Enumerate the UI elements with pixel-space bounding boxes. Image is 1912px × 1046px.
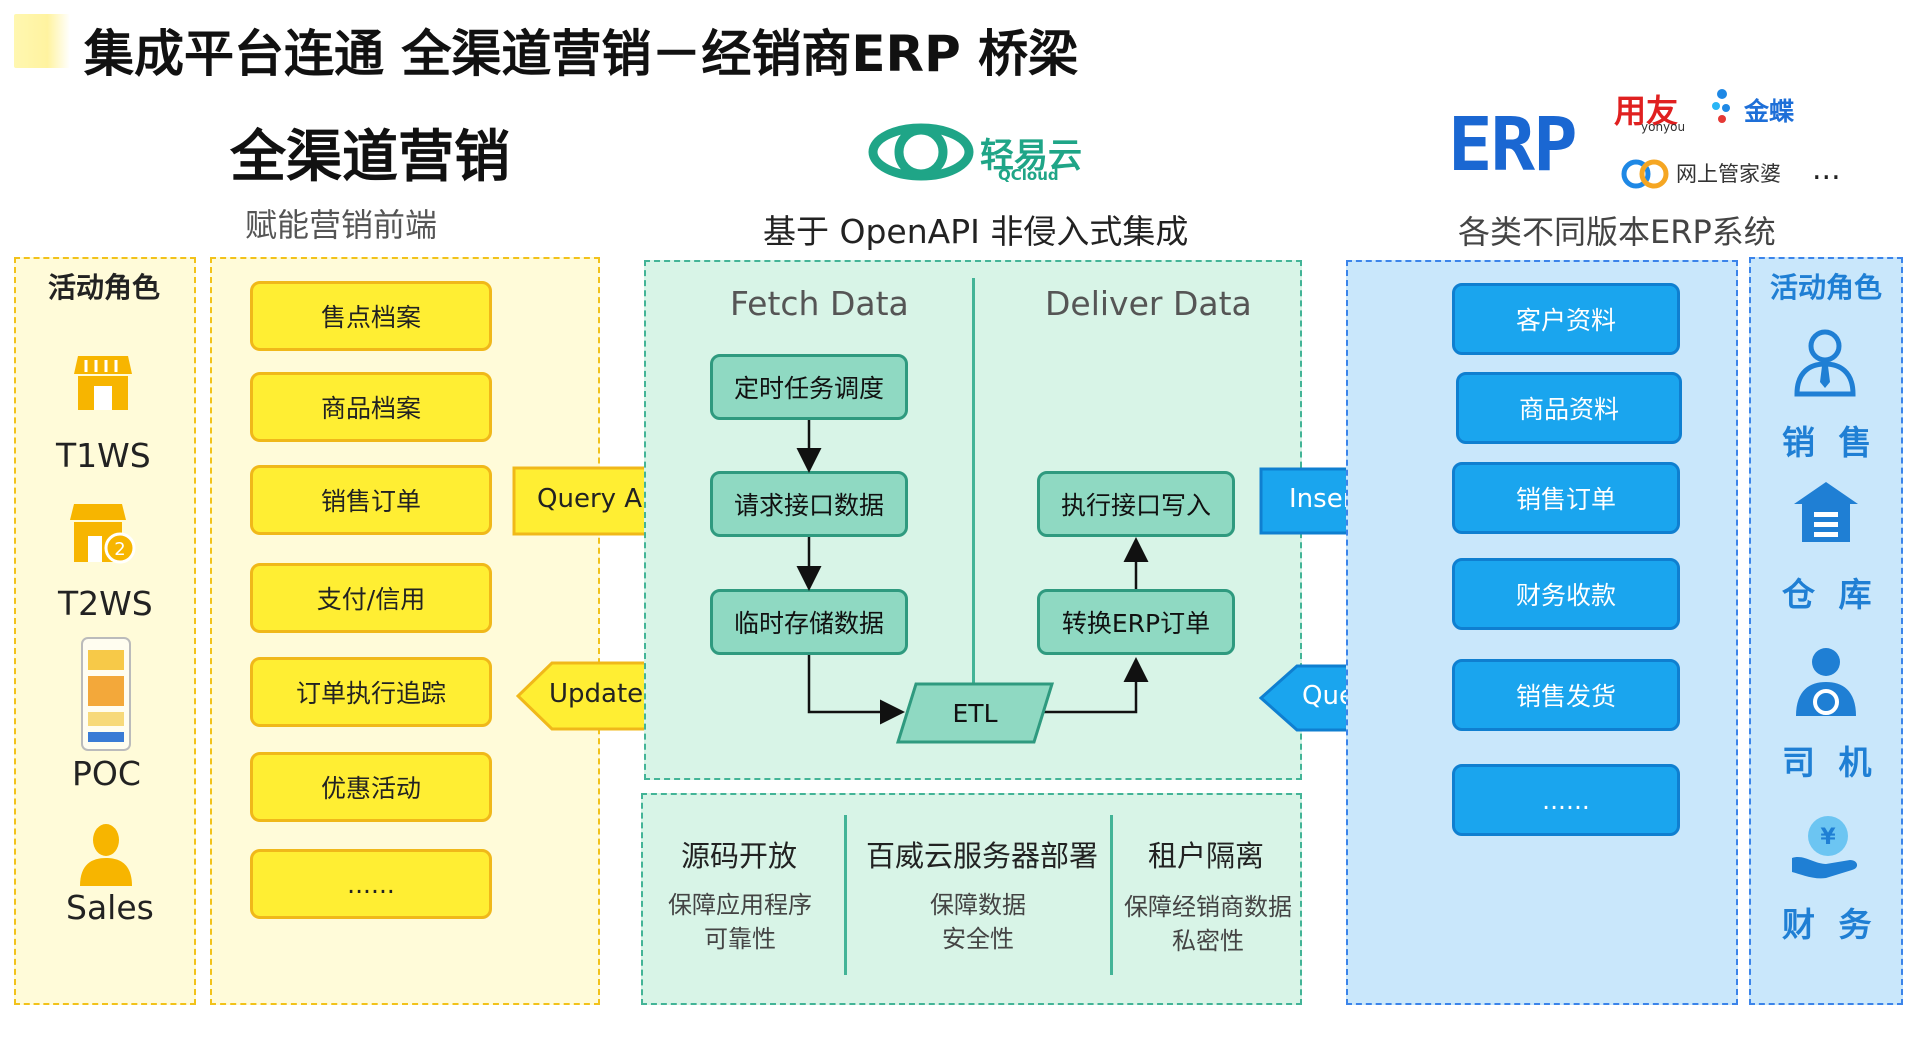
role-warehouse: 仓 库 [1782,575,1878,614]
erp-product-data: 商品资料 [1456,372,1682,444]
flow-connectors [796,420,1149,725]
role-sales: Sales [66,888,154,927]
qcloud-logo-sub: QCloud [998,166,1059,184]
item-sales-order: 销售订单 [250,465,492,535]
guanjiapo-logo: 网上管家婆 [1676,162,1781,186]
left-subheading: 赋能营销前端 [245,206,438,244]
feature-cloud-deploy-title: 百威云服务器部署 [866,839,1099,873]
store-2-icon: 2 [70,500,136,566]
poc-phone-icon [80,636,132,752]
item-outlet-profile: 售点档案 [250,281,492,351]
feature-divider-1 [844,815,847,975]
right-roles-title: 活动角色 [1770,271,1883,304]
yonyou-logo: 用友 [1614,92,1679,130]
item-more: ...... [250,849,492,919]
qcloud-logo-icon [866,116,976,188]
qcloud-logo-name: 轻易云 [980,136,1082,176]
feature-cloud-deploy-desc: 保障数据 安全性 [930,891,1026,953]
etl-shape [895,682,1055,744]
page-title: 集成平台连通 全渠道营销－经销商ERP 桥梁 [84,25,1079,83]
vendors-ellipsis: ... [1812,152,1841,187]
warehouse-icon [1792,480,1860,544]
left-roles-title: 活动角色 [48,271,161,304]
item-product-profile: 商品档案 [250,372,492,442]
kingdee-logo-icon [1708,86,1748,126]
right-subheading: 各类不同版本ERP系统 [1458,213,1776,251]
item-order-tracking: 订单执行追踪 [250,657,492,727]
svg-text:¥: ¥ [1820,825,1836,850]
guanjiapo-logo-icon [1620,156,1672,192]
step-convert-erp-order: 转换ERP订单 [1037,589,1235,655]
role-t2ws: T2WS [58,584,153,623]
finance-icon: ¥ [1790,814,1862,880]
middle-heading: 基于 OpenAPI 非侵入式集成 [763,212,1189,251]
title-accent [14,14,70,68]
role-salesperson: 销 售 [1782,423,1878,462]
erp-sales-order: 销售订单 [1452,462,1680,534]
role-finance: 财 务 [1782,905,1878,944]
fetch-deliver-divider [972,278,975,718]
step-request-data: 请求接口数据 [710,471,908,537]
role-poc: POC [72,754,141,793]
feature-open-source-title: 源码开放 [681,839,798,873]
driver-icon [1792,646,1860,718]
feature-tenant-isolation-desc: 保障经销商数据 私密性 [1124,893,1292,955]
step-scheduled-task: 定时任务调度 [710,354,908,420]
svg-text:2: 2 [114,539,125,560]
item-promotion: 优惠活动 [250,752,492,822]
feature-divider-2 [1110,815,1113,975]
item-payment-credit: 支付/信用 [250,563,492,633]
feature-tenant-isolation-title: 租户隔离 [1148,839,1265,873]
erp-customer-data: 客户资料 [1452,283,1680,355]
etl-label: ETL [952,698,998,728]
salesperson-icon [1792,328,1858,398]
erp-sales-delivery: 销售发货 [1452,659,1680,731]
store-icon [72,352,134,414]
role-t1ws: T1WS [56,436,151,475]
sales-person-icon [76,822,136,886]
role-driver: 司 机 [1782,743,1878,782]
feature-open-source-desc: 保障应用程序 可靠性 [668,891,812,953]
erp-finance-receipt: 财务收款 [1452,558,1680,630]
erp-more: ...... [1452,764,1680,836]
yonyou-logo-sub: yonyou [1641,120,1686,134]
fetch-data-label: Fetch Data [730,284,909,323]
deliver-data-label: Deliver Data [1045,284,1252,323]
features-panel [641,793,1302,1005]
kingdee-logo: 金蝶 [1744,97,1795,126]
step-write-interface: 执行接口写入 [1037,471,1235,537]
erp-logo: ERP [1448,102,1578,188]
left-heading: 全渠道营销 [230,125,510,190]
